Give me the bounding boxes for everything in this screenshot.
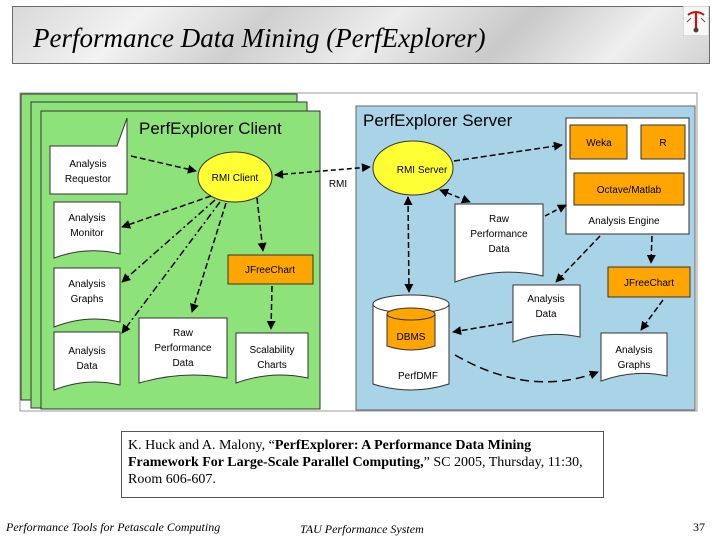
svg-text:Performance: Performance [154,343,212,354]
client-raw-performance-data: Raw Performance Data [138,317,228,384]
citation-box: K. Huck and A. Malony, “PerfExplorer: A … [121,431,604,498]
svg-text:Raw: Raw [173,328,194,339]
footer-system-name: TAU Performance System [300,522,424,536]
title-bar: Performance Data Mining (PerfExplorer) [12,6,710,64]
client-analysis-graphs: Analysis Graphs [53,267,121,328]
svg-text:Data: Data [535,309,557,320]
client-analysis-data: Analysis Data [53,331,121,391]
citation-venue: ” SC 2005, Thursday, 11:30, Room 606-607… [128,455,583,487]
svg-text:Analysis: Analysis [68,279,105,290]
octave-matlab-node: Octave/Matlab [573,172,685,206]
svg-text:Octave/Matlab: Octave/Matlab [597,185,662,196]
svg-text:Requestor: Requestor [65,174,112,185]
svg-text:RMI Client: RMI Client [212,173,259,184]
svg-text:JFreeChart: JFreeChart [624,278,674,289]
perfdmf-database: DBMS PerfDMF [372,294,450,391]
svg-text:DBMS: DBMS [397,332,426,343]
citation-authors: K. Huck and A. Malony, “ [128,438,275,453]
weka-node: Weka [569,124,628,160]
tau-logo-icon [683,6,709,36]
client-analysis-requestor: Analysis Requestor [49,117,128,195]
rmi-client-node: RMI Client [197,151,273,203]
svg-text:Weka: Weka [586,138,612,149]
client-header: PerfExplorer Client [139,119,282,138]
footer-course-title: Performance Tools for Petascale Computin… [6,520,221,534]
page-number: 37 [693,520,705,534]
svg-text:Charts: Charts [257,360,286,371]
client-jfreechart-node: JFreeChart [227,254,314,285]
diagram-connectors [121,141,664,383]
client-analysis-monitor: Analysis Monitor [53,201,121,259]
svg-text:Monitor: Monitor [70,228,104,239]
client-scalability-charts: Scalability Charts [235,332,309,384]
svg-text:Analysis: Analysis [615,345,652,356]
svg-text:Performance: Performance [470,229,528,240]
svg-text:RMI Server: RMI Server [397,165,448,176]
svg-text:Analysis: Analysis [527,294,564,305]
rmi-server-node: RMI Server [372,140,454,196]
svg-text:Graphs: Graphs [71,294,104,305]
svg-text:Data: Data [172,358,194,369]
svg-text:PerfDMF: PerfDMF [398,371,438,382]
citation-paper-title: PerfExplorer: A Performance Data Mining … [128,438,532,470]
svg-text:Analysis: Analysis [69,159,106,170]
svg-text:R: R [659,138,666,149]
svg-text:Analysis Engine: Analysis Engine [588,216,660,227]
slide-title: Performance Data Mining (PerfExplorer) [33,23,486,53]
rmi-label: RMI [329,179,347,190]
server-jfreechart-node: JFreeChart [607,266,691,298]
svg-text:Analysis: Analysis [68,213,105,224]
server-analysis-data: Analysis Data [512,284,581,343]
server-raw-performance-data: Raw Performance Data [454,203,544,283]
svg-text:Analysis: Analysis [68,346,105,357]
server-analysis-graphs: Analysis Graphs [600,332,668,382]
svg-text:Graphs: Graphs [618,360,651,371]
r-node: R [640,124,686,160]
svg-text:Scalability: Scalability [249,345,294,356]
server-header: PerfExplorer Server [363,111,513,130]
svg-text:Data: Data [76,361,98,372]
svg-text:Data: Data [488,244,510,255]
svg-text:Raw: Raw [489,214,510,225]
svg-text:JFreeChart: JFreeChart [245,265,295,276]
